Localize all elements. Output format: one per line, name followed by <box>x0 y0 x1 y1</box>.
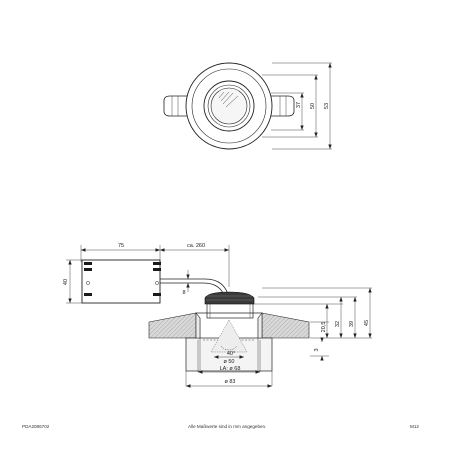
lens-ring <box>203 80 255 132</box>
dim-driver-width: 75 <box>118 243 124 249</box>
dim-beam-diameter: ø 50 <box>223 359 234 365</box>
dim-53: 53 <box>324 103 330 109</box>
lens-inner-ring <box>207 84 251 128</box>
top-view: 37 50 53 <box>163 62 332 150</box>
beam <box>210 319 248 353</box>
document-code: PDA2086702 <box>22 424 50 429</box>
page-number: M12 <box>410 424 419 429</box>
dim-cutout: LA: ø 68 <box>220 366 241 372</box>
height-dimensions <box>254 287 372 361</box>
dim-height-20-5: 20,5 <box>321 322 327 333</box>
ring-inner-edge <box>191 68 267 144</box>
dim-37: 37 <box>296 102 302 108</box>
mounting-clip-left <box>163 95 187 117</box>
dim-cable-length: ca. 260 <box>187 243 205 249</box>
dim-ceiling-thickness: 3 <box>314 348 320 351</box>
side-view: 75 ca. 260 40 8 <box>63 243 372 388</box>
mounting-clip-right <box>271 95 295 117</box>
beam-angle-label: 40° <box>227 351 235 357</box>
led-driver <box>81 259 161 304</box>
dim-50: 50 <box>310 103 316 109</box>
dim-height-45: 45 <box>364 320 370 326</box>
dim-driver-height: 40 <box>63 279 69 285</box>
outer-ring <box>185 62 273 150</box>
lens <box>210 87 248 125</box>
dim-height-39: 39 <box>349 321 355 327</box>
dim-height-32: 32 <box>335 321 341 327</box>
dim-cable-gap: 8 <box>182 290 185 296</box>
led-module <box>204 291 255 319</box>
ceiling <box>148 312 310 339</box>
measurement-note: Alle Maßwerte sind in mm angegeben. <box>188 424 267 429</box>
top-view-dimensions <box>262 62 332 150</box>
dim-outer-diameter: ø 83 <box>224 379 235 385</box>
